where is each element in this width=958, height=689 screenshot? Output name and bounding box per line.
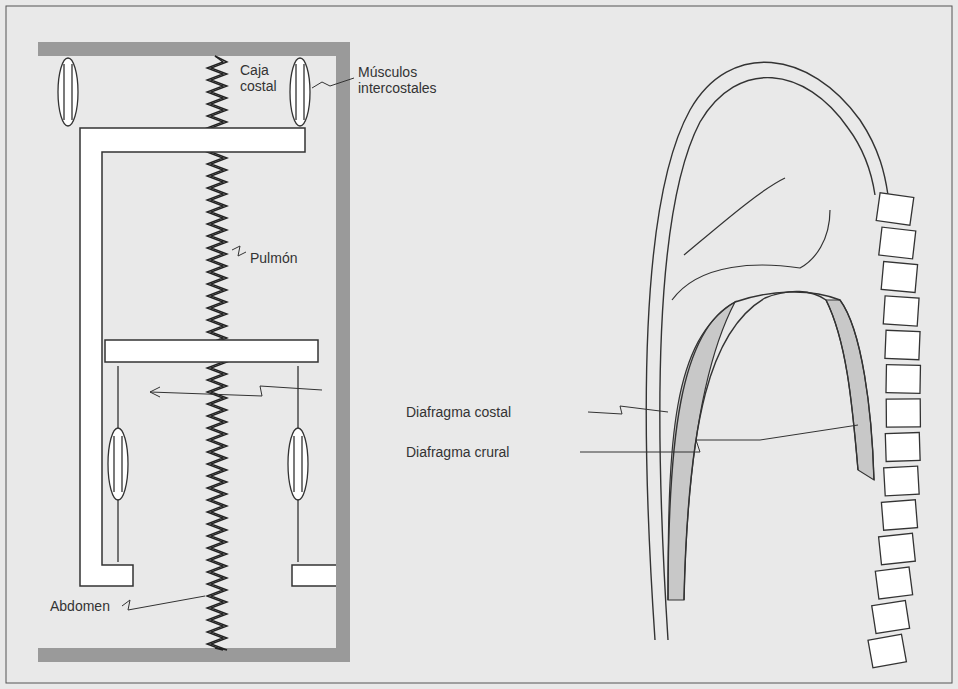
vertebra — [885, 330, 920, 359]
muscle — [58, 58, 78, 126]
part-label: Diafragma costal — [406, 404, 511, 420]
muscle-symbols — [58, 58, 310, 562]
vertebra — [885, 432, 920, 461]
vertebra — [884, 466, 920, 496]
part-label: Músculos intercostales — [358, 64, 478, 96]
vertebra — [872, 601, 910, 634]
vertebra — [876, 193, 914, 225]
leader-lines — [580, 406, 858, 452]
panel-border — [6, 6, 952, 683]
diaphragm-dome-top — [668, 292, 874, 600]
part-label: Caja costal — [240, 62, 288, 94]
costal-diaphragm — [668, 302, 735, 600]
muscle — [290, 58, 310, 126]
vertebra — [879, 533, 916, 564]
vertebra — [881, 262, 917, 293]
part-label: Diafragma crural — [406, 444, 509, 460]
fixed-frame — [38, 42, 350, 662]
vertebra — [879, 227, 916, 259]
vertebra — [881, 500, 917, 531]
muscle-fibre — [114, 366, 122, 562]
part-label: Pulmón — [250, 250, 297, 266]
diaphragm-plate — [105, 340, 318, 362]
part-label: Abdomen — [50, 598, 110, 614]
vertebra — [883, 296, 919, 326]
vertebra — [875, 567, 912, 599]
muscle-fibre — [64, 58, 72, 126]
muscle-fibre — [294, 366, 302, 562]
muscle — [288, 428, 308, 500]
vertebra — [886, 399, 920, 427]
vertebra — [886, 365, 920, 394]
vertebral-column — [868, 193, 920, 668]
wall-ledge — [292, 565, 336, 586]
mediastinum — [672, 178, 830, 300]
muscle — [108, 428, 128, 500]
leader-lines — [122, 78, 354, 610]
muscle-fibre — [296, 58, 304, 126]
diaphragm-dome — [684, 291, 858, 600]
vertebra — [868, 634, 906, 668]
thorax-wall — [646, 62, 888, 640]
